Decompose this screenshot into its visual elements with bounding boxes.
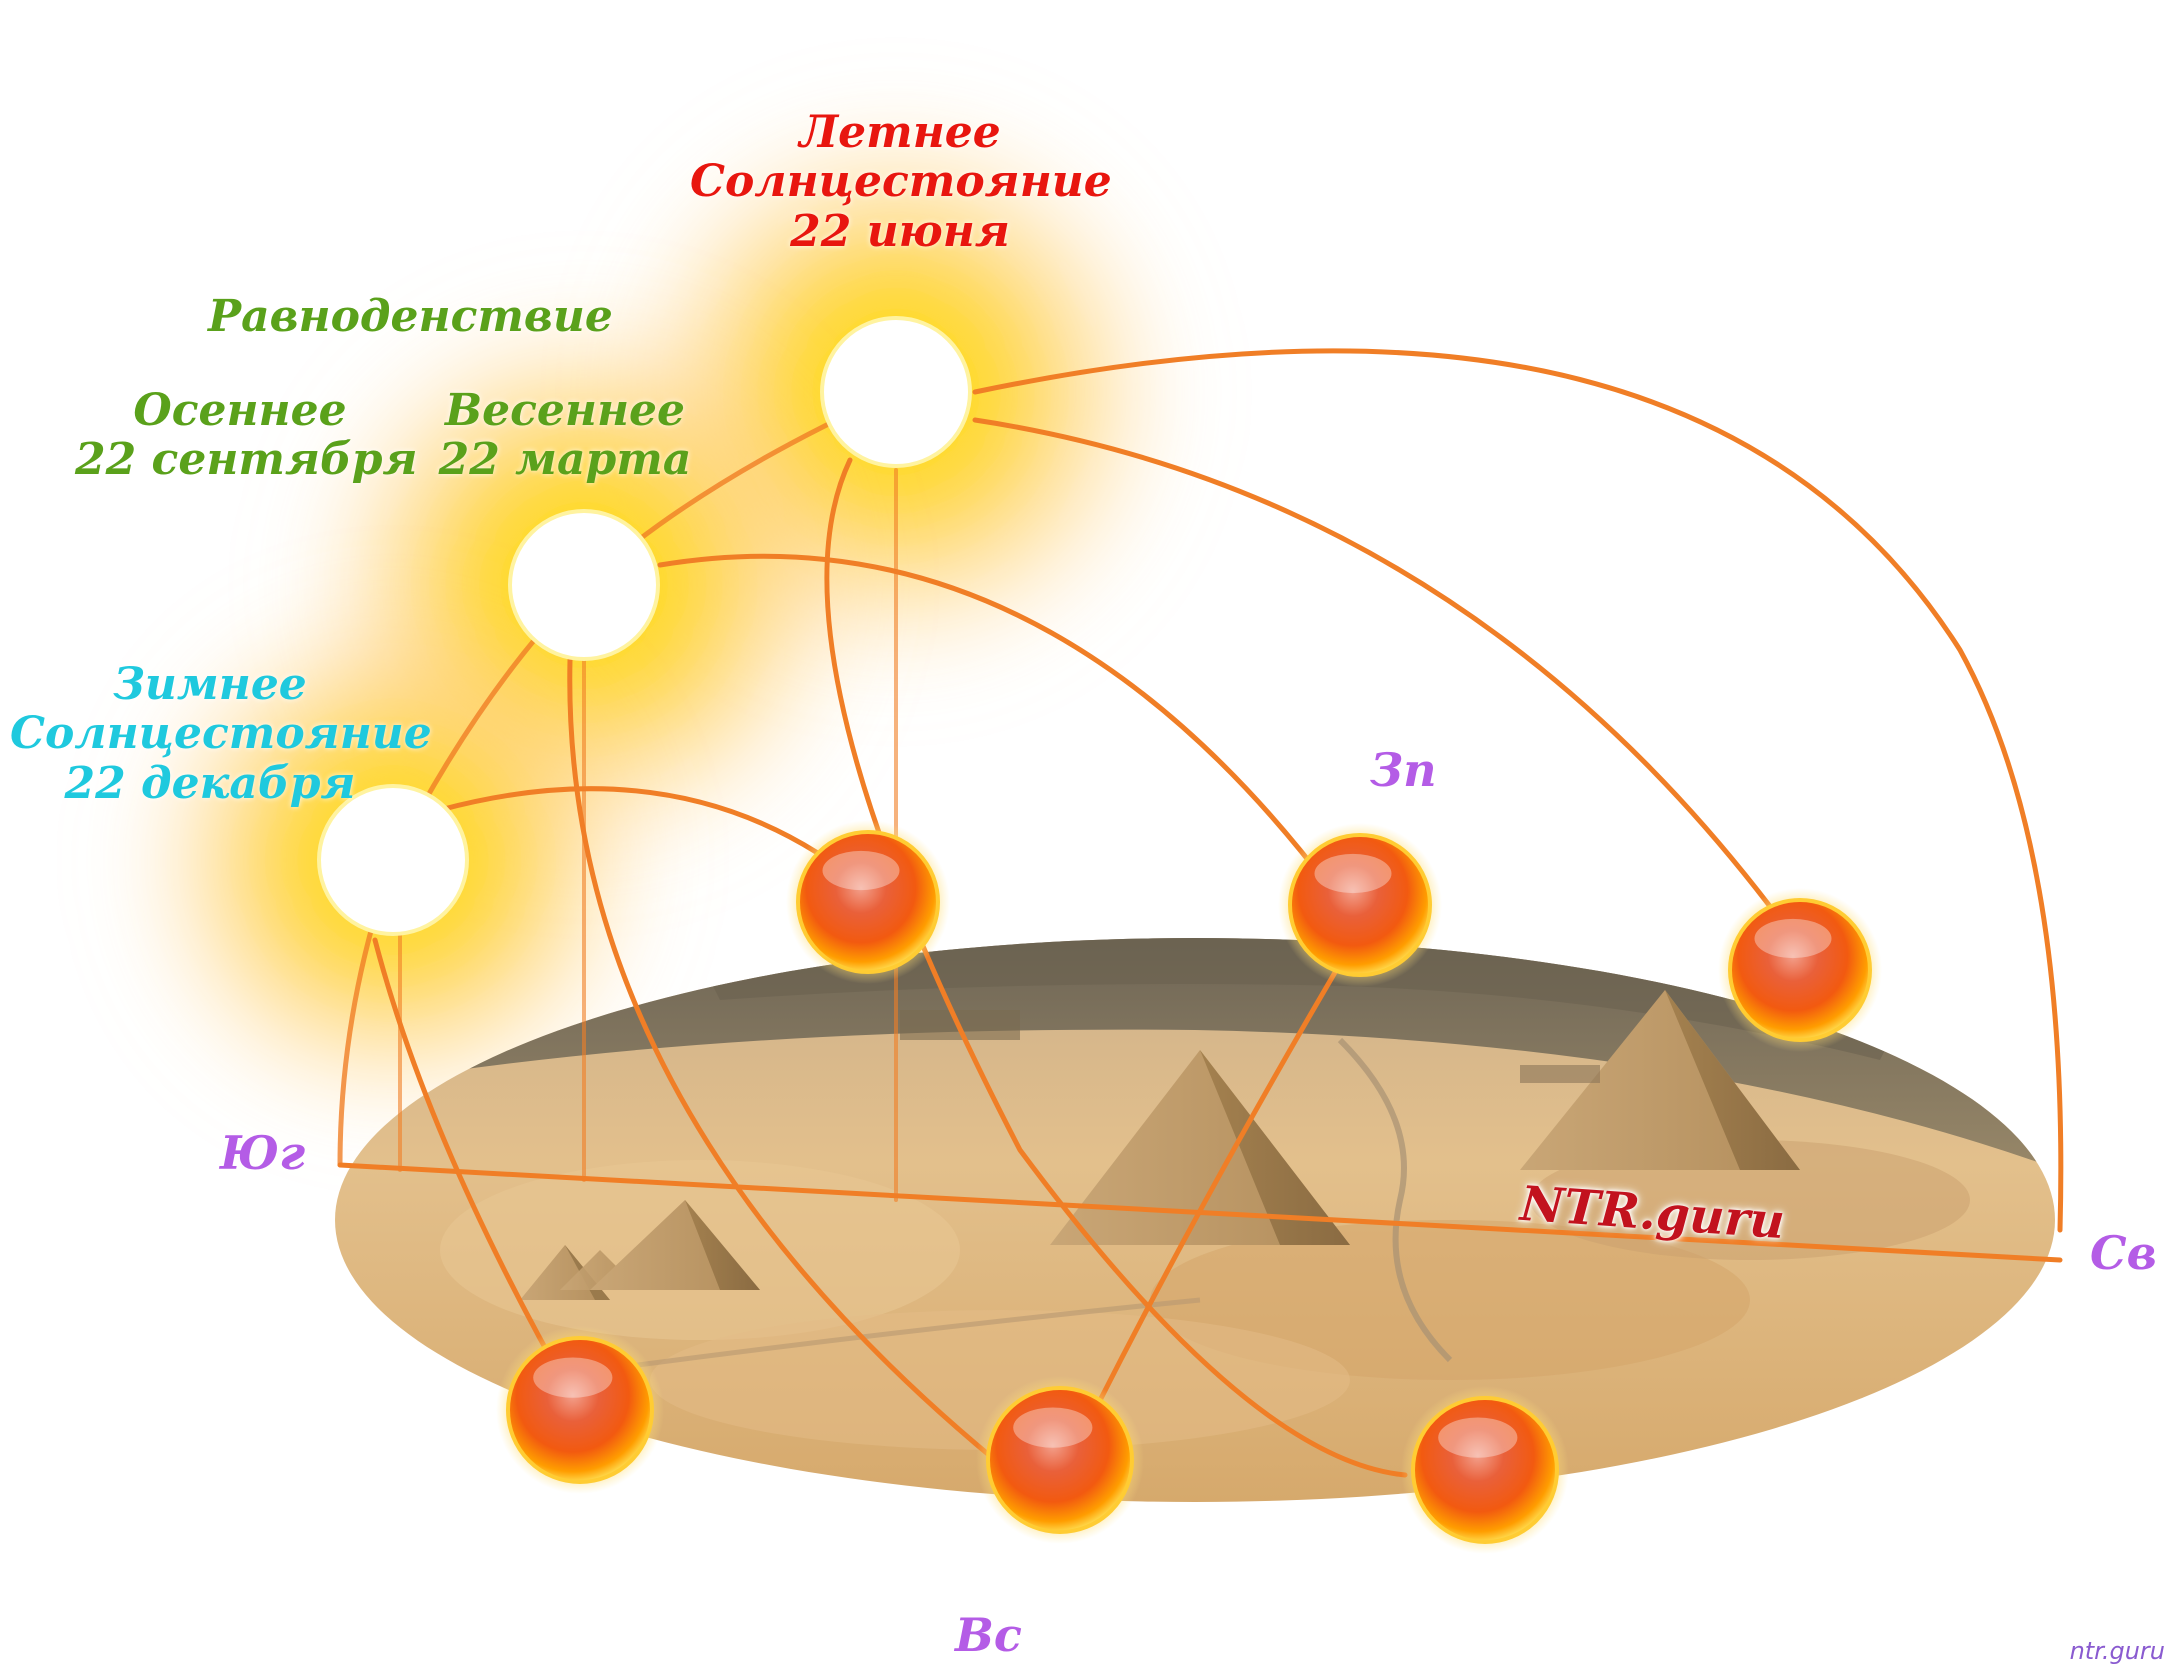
horizon-suns (496, 820, 1882, 1554)
autumn-date: 22 сентября (75, 434, 418, 486)
meridian-arc (337, 389, 899, 1168)
label-equinox: Равноденствие (208, 291, 613, 342)
equinox-arc-west (657, 553, 1353, 918)
summer-arc-east (972, 417, 1833, 993)
fiery-sun-icon (1278, 823, 1442, 987)
label-winter-solstice: Зимнее Солнцестояние 22 декабря (10, 659, 432, 809)
glowing-white-sun-icon (508, 509, 660, 661)
direction-east: Вс (955, 1608, 1022, 1662)
fiery-sun-icon (976, 1376, 1144, 1544)
direction-north: Св (2090, 1226, 2157, 1280)
label-spring-equinox: Весеннее 22 марта (435, 386, 695, 485)
fiery-sun-icon (496, 1326, 664, 1494)
summer-arc-rise (824, 457, 1408, 1478)
equinox-arc-rise (1077, 927, 1363, 1443)
winter-line1: Зимнее (113, 659, 307, 710)
fiery-sun-icon (1401, 1386, 1569, 1554)
summer-line1: Летнее (799, 107, 1001, 158)
glowing-white-sun-icon (820, 316, 972, 468)
direction-west: Зп (1370, 743, 1437, 797)
summer-arc-north (972, 348, 2064, 1233)
direction-south: Юг (220, 1126, 306, 1180)
fiery-sun-icon (786, 820, 950, 984)
sun-paths (337, 348, 2064, 1478)
autumn-name: Осеннее (133, 385, 347, 436)
watermark: ntr.guru (2069, 1637, 2165, 1665)
label-autumn-equinox: Осеннее 22 сентября (75, 385, 418, 486)
winter-line2: Солнцестояние (10, 708, 432, 760)
summer-line2: Солнцестояние (690, 156, 1112, 208)
spring-date: 22 марта (438, 434, 692, 486)
spring-name: Весеннее (444, 385, 686, 436)
summer-line3: 22 июня (790, 205, 1010, 257)
glowing-white-sun-icon (317, 784, 469, 936)
winter-line3: 22 декабря (64, 757, 356, 809)
label-summer-solstice: Летнее Солнцестояние 22 июня (690, 107, 1112, 257)
noon-suns (317, 316, 972, 936)
fiery-sun-icon (1718, 888, 1882, 1052)
